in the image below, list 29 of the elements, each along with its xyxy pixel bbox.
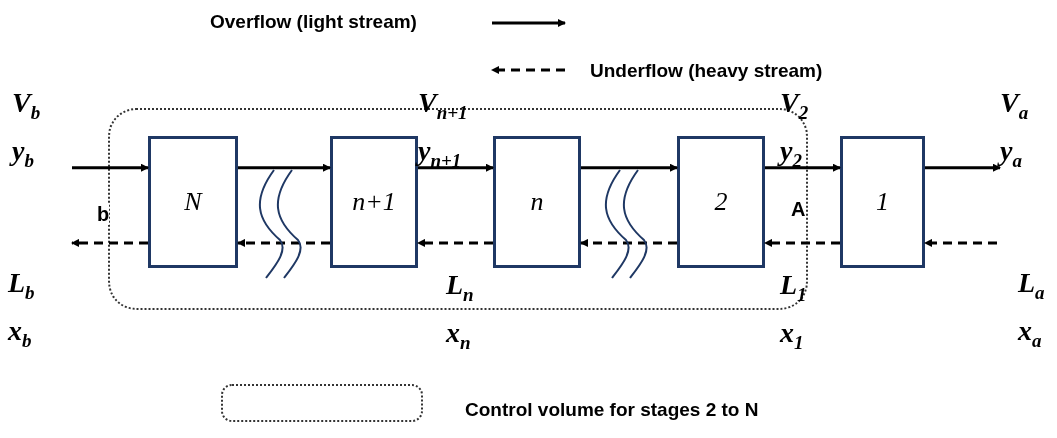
arrow [237,238,330,247]
stage-label: N [184,187,202,217]
stage-label: n+1 [352,187,396,217]
point-label: b [97,203,110,225]
arrow [418,163,494,172]
stream-label: L$_{1}$ x$_{1}$ [780,268,807,355]
legend-text: Control volume for stages 2 to N [465,399,759,421]
stage-box [677,136,765,268]
arrow [765,163,841,172]
arrow [71,238,148,247]
arrow [764,238,840,247]
stage-label: n [530,187,544,217]
arrow [417,238,493,247]
stage-label: 2 [714,187,728,217]
legend-text: Underflow (heavy stream) [590,60,823,82]
stage-label: 1 [876,187,889,217]
arrow [72,163,149,172]
arrow [581,163,678,172]
arrow [238,163,331,172]
stage-box [493,136,581,268]
stream-label: L$_{b}$ x$_{b}$ [8,266,35,353]
arrow [580,238,677,247]
stage-box [148,136,238,268]
arrow [925,163,1001,172]
stage-box [840,136,925,268]
stream-label: L$_{a}$ x$_{a}$ [1018,266,1045,353]
arrow [924,238,997,247]
stream-label: L$_{n}$ x$_{n}$ [446,268,474,355]
legend-text: Overflow (light stream) [210,11,417,33]
